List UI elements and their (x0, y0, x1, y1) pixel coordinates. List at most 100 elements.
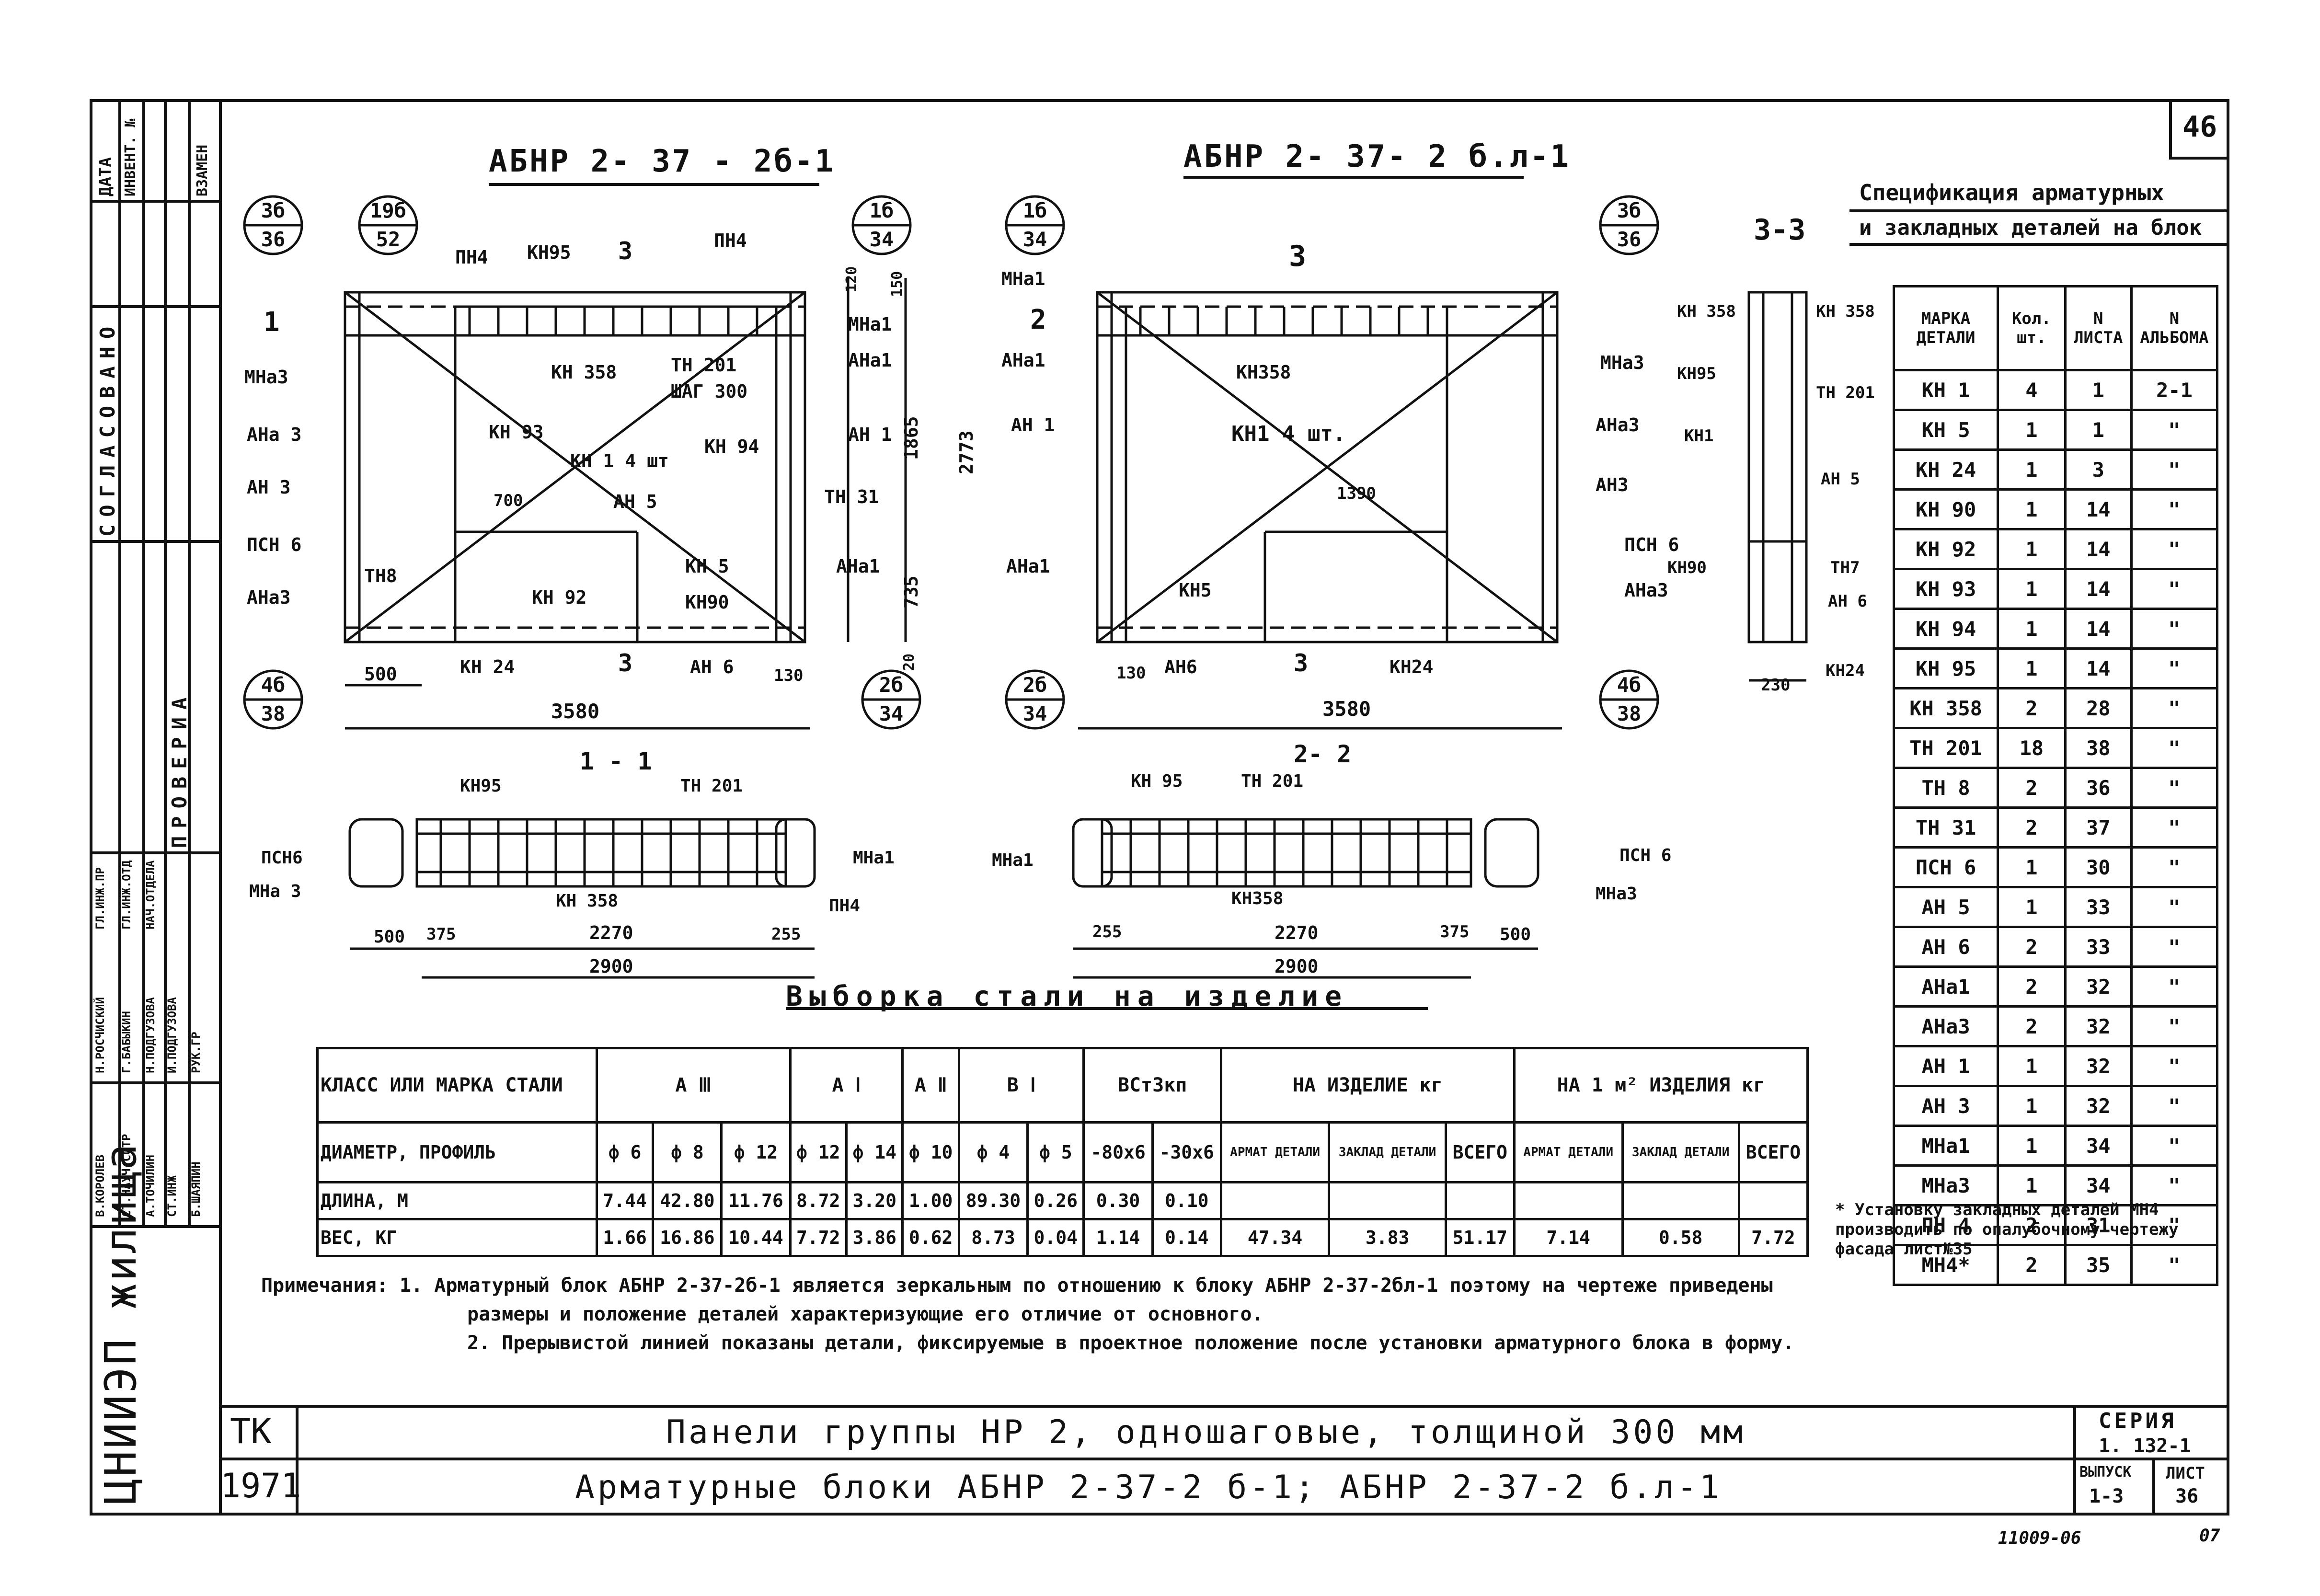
stamp-name: СТ.ИНЖ (165, 1175, 179, 1217)
steel-cell: ф 14 (845, 1121, 904, 1183)
stamp-name: ГЛ.ИНЖ.ОТД (120, 860, 133, 930)
dim-700: 700 (494, 491, 523, 510)
steel-group-cell: НА 1 м² ИЗДЕЛИЯ кг (1513, 1047, 1809, 1124)
sec11-d375: 375 (426, 925, 456, 944)
spec-cell: 32 (2064, 1085, 2133, 1127)
sec11-d2270: 2270 (589, 922, 633, 943)
label-an3: АН 3 (247, 477, 291, 498)
label-r-mna1: МНа1 (1001, 268, 1045, 289)
spec-cell: 1 (1997, 846, 2067, 888)
label-r-sec3b: 3 (1294, 649, 1309, 677)
sec33-kn358b: КН 358 (1816, 302, 1875, 321)
steel-cell: 10.44 (720, 1218, 792, 1257)
circle-top-5: 4б (261, 673, 286, 697)
spec-cell: " (2130, 1005, 2219, 1047)
steel-cell: 1.00 (901, 1181, 960, 1220)
label-r-ana3: АНа3 (1596, 414, 1640, 436)
spec-cell: 34 (2064, 1125, 2133, 1167)
spec-cell: 1 (1997, 568, 2067, 610)
steel-cell: АРМАТ ДЕТАЛИ (1219, 1121, 1331, 1183)
spec-cell: 18 (1997, 727, 2067, 769)
spec-cell: МН4* (1892, 1244, 1999, 1286)
label-mna1: МНа1 (848, 314, 892, 335)
section-1-1 (348, 818, 816, 979)
spec-cell: " (2130, 1085, 2219, 1127)
spec-cell: ТН 8 (1892, 767, 1999, 809)
spec-cell: МНа3 (1892, 1164, 1999, 1206)
steel-cell: -30х6 (1151, 1121, 1222, 1183)
label-r-mna3: МНа3 (1600, 352, 1644, 373)
steel-cell: 8.72 (789, 1181, 848, 1220)
circle-top-2: 1б (869, 199, 894, 222)
steel-cell (1621, 1181, 1740, 1220)
circle-bottom-5: 38 (261, 702, 286, 725)
spec-cell: КН 90 (1892, 488, 1999, 530)
spec-cell: 38 (2064, 727, 2133, 769)
label-kn93: КН 93 (489, 422, 544, 443)
sec11-d2900: 2900 (589, 956, 633, 977)
label-psn6: ПСН 6 (247, 534, 302, 555)
label-r-psn6: ПСН 6 (1624, 534, 1679, 555)
spec-cell: ТН 201 (1892, 727, 1999, 769)
spec-cell: 2-1 (2130, 369, 2219, 411)
stamp-vzamen: ВЗАМЕН (194, 144, 211, 196)
steel-class-label: КЛАСС ИЛИ МАРКА СТАЛИ (316, 1047, 598, 1124)
label-r-kn24: КН24 (1390, 656, 1434, 677)
label-sec3b: 3 (618, 649, 633, 677)
steel-cell: ЗАКЛАД ДЕТАЛИ (1328, 1121, 1447, 1183)
steel-cell: 7.72 (789, 1218, 848, 1257)
steel-cell: 16.86 (652, 1218, 723, 1257)
dim-120: 120 (843, 266, 860, 292)
tb-vypusk-label: ВЫПУСК (2079, 1464, 2132, 1481)
spec-cell: 1 (2064, 369, 2133, 411)
spec-header-cell: N АЛЬБОМА (2130, 285, 2219, 371)
spec-cell: 1 (1997, 1164, 2067, 1206)
sec22-title: 2- 2 (1294, 740, 1352, 768)
steel-row-label: ДИАМЕТР, ПРОФИЛЬ (316, 1121, 598, 1183)
steel-cell: 0.04 (1026, 1218, 1085, 1257)
spec-cell: КН 1 (1892, 369, 1999, 411)
steel-cell: 89.30 (957, 1181, 1029, 1220)
label-r-kn358: КН358 (1236, 362, 1291, 383)
stamp-proveria: ПРОВЕРИА (168, 689, 191, 848)
spec-cell: 37 (2064, 806, 2133, 849)
circle-bottom-6: 34 (879, 702, 904, 725)
sec33-tn201: ТН 201 (1816, 383, 1875, 402)
spec-cell: " (2130, 608, 2219, 650)
steel-cell: 47.34 (1219, 1218, 1331, 1257)
corner-number: 46 (2182, 110, 2217, 144)
label-ana1b: АНа1 (836, 556, 880, 577)
spec-cell: " (2130, 926, 2219, 968)
sec11-pn4: ПН4 (829, 896, 861, 916)
stamp-name: Н.ПОДГУЗОВА (144, 997, 157, 1073)
sec22-kn358: КН358 (1231, 889, 1284, 908)
label-mna3a: МНа3 (244, 367, 288, 388)
spec-cell: АН 6 (1892, 926, 1999, 968)
steel-cell: ф 5 (1026, 1121, 1085, 1183)
tb-series-value: 1. 132-1 (2099, 1435, 2191, 1457)
label-an6: АН 6 (690, 656, 734, 677)
steel-title: Выборка стали на изделие (786, 980, 1349, 1012)
steel-cell (1328, 1181, 1447, 1220)
steel-cell: ф 12 (789, 1121, 848, 1183)
circle-bottom-2: 34 (869, 228, 894, 251)
label-tn8: ТН8 (364, 565, 397, 586)
spec-cell: 4 (1997, 369, 2067, 411)
steel-cell: 3.83 (1328, 1218, 1447, 1257)
spec-cell: " (2130, 647, 2219, 689)
steel-cell: 51.17 (1444, 1218, 1516, 1257)
section-3-3 (1747, 291, 1808, 682)
steel-row-label: ВЕС, КГ (316, 1218, 598, 1257)
steel-cell: ВСЕГО (1737, 1121, 1809, 1183)
label-r-kn1: КН1 4 шт. (1231, 422, 1346, 446)
spec-cell: МНа1 (1892, 1125, 1999, 1167)
